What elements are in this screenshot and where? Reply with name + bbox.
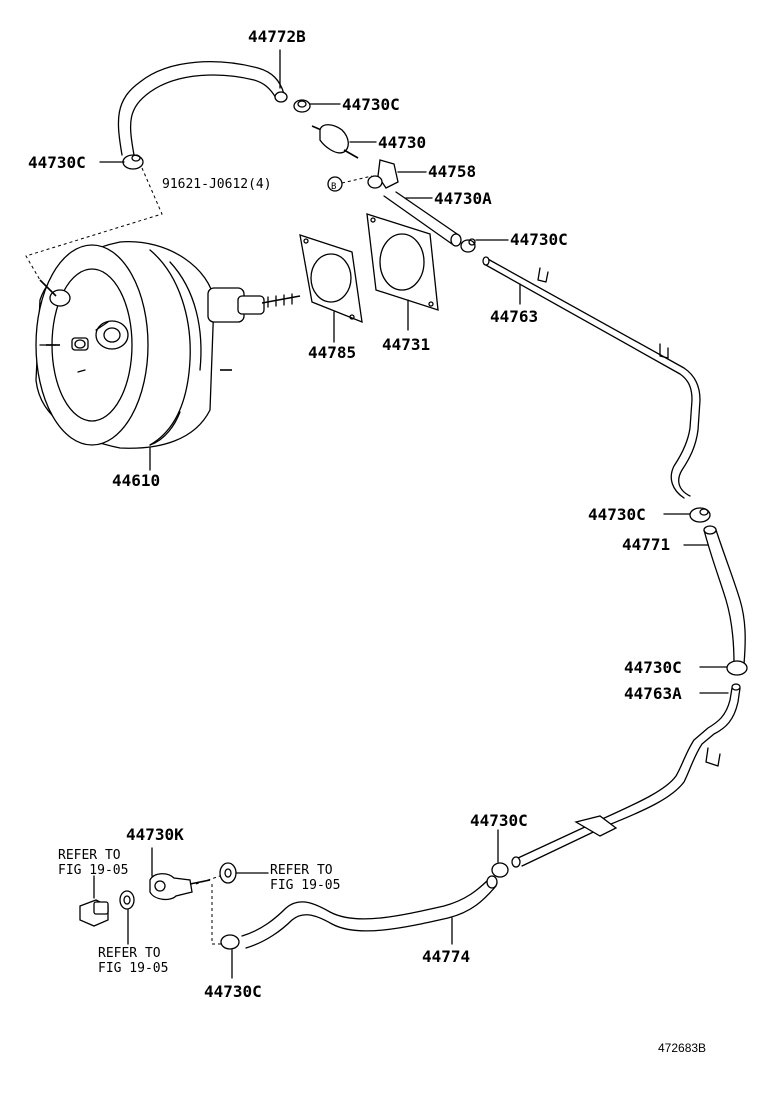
fitting-44730k xyxy=(149,873,211,901)
label-44730a: 44730A xyxy=(434,189,492,208)
tube-44763 xyxy=(482,256,701,499)
clip-44730c-low xyxy=(220,934,240,950)
label-44763a: 44763A xyxy=(624,684,682,703)
label-44730c-top: 44730C xyxy=(342,95,400,114)
tube-44763a xyxy=(511,683,741,868)
hose-44772b xyxy=(117,61,288,156)
union-bolt xyxy=(79,899,109,927)
refer-label-2b: FIG 19-05 xyxy=(270,878,340,893)
hose-44730a xyxy=(383,191,462,247)
clip-44730c-top xyxy=(293,99,311,113)
badge-b-text: B xyxy=(331,182,336,192)
washer-right xyxy=(219,862,237,884)
label-44610: 44610 xyxy=(112,471,160,490)
label-44763: 44763 xyxy=(490,307,538,326)
label-44731: 44731 xyxy=(382,335,430,354)
clip-44730c-left xyxy=(122,154,144,170)
label-44758: 44758 xyxy=(428,162,476,181)
label-44730c-r2: 44730C xyxy=(624,658,682,677)
gasket-44731 xyxy=(366,213,439,311)
clip-44730c-bot xyxy=(491,862,509,878)
refer-label-3b: FIG 19-05 xyxy=(98,961,168,976)
label-44730: 44730 xyxy=(378,133,426,152)
brake-booster xyxy=(35,241,301,449)
clip-44730c-r1 xyxy=(689,507,711,523)
label-44774: 44774 xyxy=(422,947,470,966)
label-44730c-mid: 44730C xyxy=(510,230,568,249)
label-91621: 91621-J0612(4) xyxy=(162,177,272,192)
hose-44774 xyxy=(241,875,498,949)
label-44772b: 44772B xyxy=(248,27,306,46)
clip-44730c-r2 xyxy=(726,660,748,676)
washer-left xyxy=(119,890,135,910)
bracket-44758 xyxy=(367,159,399,189)
drawing-id: 472683B xyxy=(658,1041,706,1055)
badge-b xyxy=(327,176,343,192)
check-valve-44730 xyxy=(311,124,359,159)
hose-44771 xyxy=(703,525,746,665)
refer-label-2a: REFER TO xyxy=(270,863,333,878)
refer-label-1a: REFER TO xyxy=(58,848,121,863)
label-44771: 44771 xyxy=(622,535,670,554)
label-44730c-bot: 44730C xyxy=(470,811,528,830)
clip-44730c-mid xyxy=(460,238,476,253)
gasket-44785 xyxy=(299,234,363,324)
label-44730k: 44730K xyxy=(126,825,184,844)
label-44785: 44785 xyxy=(308,343,356,362)
label-44730c-low: 44730C xyxy=(204,982,262,1001)
refer-label-1b: FIG 19-05 xyxy=(58,863,128,878)
refer-label-3a: REFER TO xyxy=(98,946,161,961)
label-44730c-left: 44730C xyxy=(28,153,86,172)
label-44730c-r1: 44730C xyxy=(588,505,646,524)
